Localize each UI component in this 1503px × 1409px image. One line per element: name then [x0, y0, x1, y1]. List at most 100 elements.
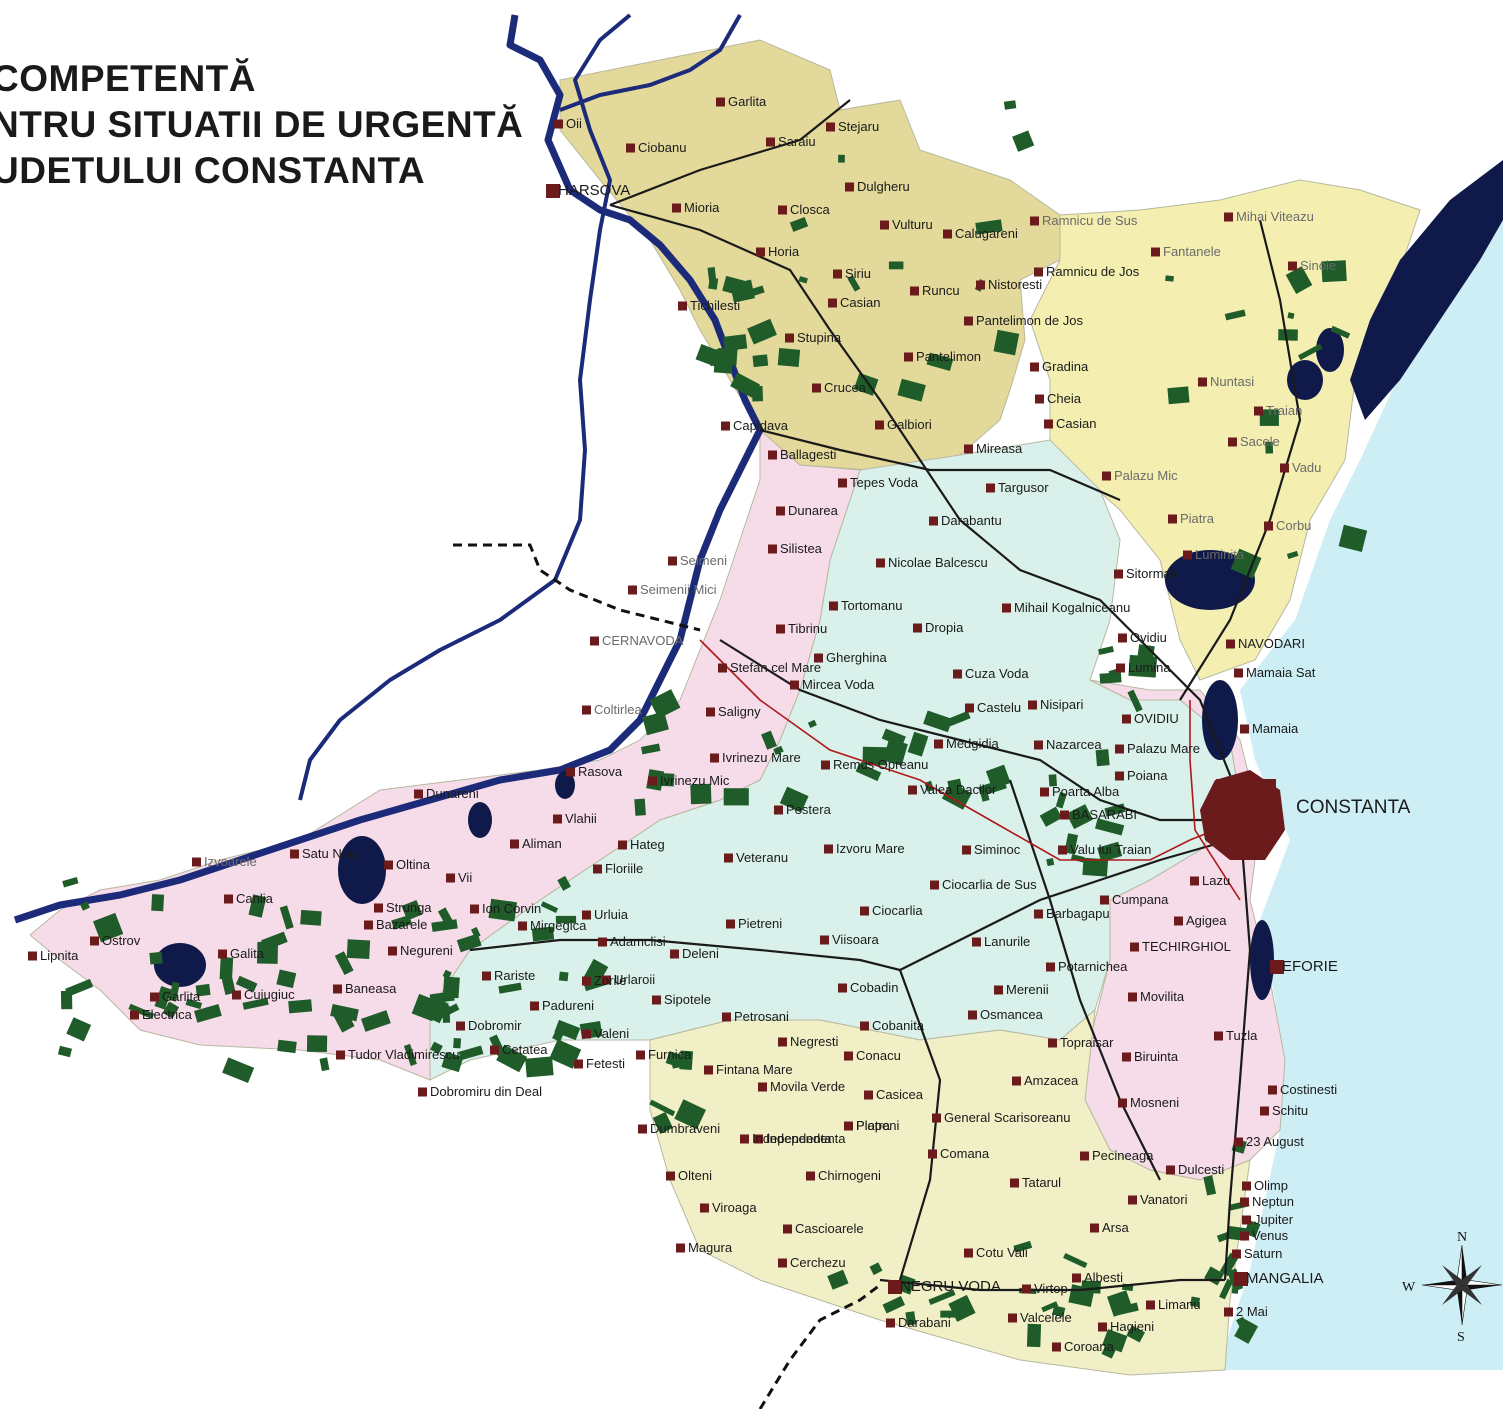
forest-patch	[1321, 260, 1347, 283]
settlement-marker	[90, 936, 99, 946]
settlement-marker	[1040, 787, 1049, 797]
settlement-marker	[1114, 569, 1123, 579]
settlement-marker	[1128, 992, 1137, 1002]
place-label: Mirgegica	[530, 918, 587, 933]
place-label: Mamaia Sat	[1246, 665, 1316, 680]
place-label: Mosneni	[1130, 1095, 1179, 1110]
forest-patch	[1046, 857, 1055, 867]
settlement-marker	[776, 506, 785, 516]
place-label: Poarta Alba	[1052, 784, 1120, 799]
place-label: Mamaia	[1252, 721, 1299, 736]
place-label: Baneasa	[345, 981, 397, 996]
danube-river	[13, 14, 764, 924]
place-label: Tudor Vladimirescu	[348, 1047, 460, 1062]
forest-patch	[1064, 833, 1079, 855]
settlement-marker	[566, 767, 575, 777]
settlement-marker	[722, 1012, 731, 1022]
forest-patch	[168, 981, 180, 1002]
settlement-marker	[776, 624, 785, 634]
place-label: Pecineaga	[1092, 1148, 1154, 1163]
place-label: Pantelimon	[916, 349, 981, 364]
settlement-marker	[934, 739, 943, 749]
place-label: Virtop	[1034, 1281, 1068, 1296]
forest-patch	[1126, 1325, 1146, 1343]
settlement-marker	[726, 919, 735, 929]
place-label: Dumbraveni	[650, 1121, 720, 1136]
settlement-marker	[756, 247, 765, 257]
settlement-marker	[1098, 1322, 1107, 1332]
forest-patch	[705, 348, 725, 367]
settlement-marker	[554, 119, 563, 129]
settlement-marker	[1151, 247, 1160, 257]
place-label: Dunareni	[426, 786, 479, 801]
settlement-marker	[636, 1050, 645, 1060]
place-label: Valea Dacilor	[920, 782, 997, 797]
settlement-marker	[638, 1124, 647, 1134]
place-label: Izvoarele	[204, 854, 257, 869]
settlement-marker	[986, 483, 995, 493]
forest-patch	[1338, 524, 1368, 552]
settlement-marker	[1052, 1342, 1061, 1352]
settlement-marker	[1224, 212, 1233, 222]
lake-oltina	[338, 836, 386, 904]
settlement-marker	[582, 910, 591, 920]
place-label: Casicea	[876, 1087, 924, 1102]
forest-patch	[905, 1311, 917, 1326]
place-label: Independenta	[752, 1131, 832, 1146]
forest-patch	[1039, 806, 1063, 827]
place-label: Dropia	[925, 620, 964, 635]
settlement-marker	[546, 184, 560, 198]
forest-patch	[489, 1034, 506, 1056]
lake-vederoasa	[555, 771, 575, 799]
place-label: Merenii	[1006, 982, 1049, 997]
settlement-marker	[1268, 1085, 1277, 1095]
settlement-marker	[716, 97, 725, 107]
place-label: Cheia	[1047, 391, 1082, 406]
place-label: Saraiu	[778, 134, 816, 149]
forest-patch	[862, 746, 887, 766]
place-label: Cascioarele	[795, 1221, 864, 1236]
place-label: Zorile	[594, 973, 627, 988]
place-label: Rariste	[494, 968, 535, 983]
settlement-marker	[812, 383, 821, 393]
forest-patch	[195, 983, 211, 997]
lake-siutghiol	[1202, 680, 1238, 760]
forest-patch	[1167, 386, 1190, 405]
forest-patch	[779, 786, 809, 813]
settlement-marker	[1232, 1249, 1241, 1259]
forest-patch	[525, 1056, 554, 1078]
place-label: Ovidiu	[1130, 630, 1167, 645]
settlement-marker	[333, 984, 342, 994]
place-label: Casian	[840, 295, 880, 310]
settlement-marker	[602, 975, 611, 985]
forest-patch	[1219, 1278, 1234, 1300]
place-label: Olteni	[678, 1168, 712, 1183]
forest-patch	[642, 711, 669, 736]
place-label: Ostrov	[102, 933, 141, 948]
map-title-line-2: NTRU SITUATII DE URGENTĂ	[0, 104, 524, 145]
place-label: Chirnogeni	[818, 1168, 881, 1183]
forest-patch	[439, 1003, 460, 1019]
forest-patch	[65, 978, 94, 997]
forest-patch	[807, 719, 817, 728]
place-label: Stejaru	[838, 119, 879, 134]
place-label: Comana	[940, 1146, 990, 1161]
place-label: MANGALIA	[1246, 1270, 1324, 1287]
place-label: Ciocarlia de Sus	[942, 877, 1037, 892]
forest-patch	[985, 764, 1011, 790]
settlement-marker	[384, 860, 393, 870]
forest-patch	[221, 975, 236, 996]
settlement-marker	[1240, 724, 1249, 734]
forest-patch	[306, 1035, 328, 1053]
forest-patch	[649, 1099, 676, 1117]
black-sea	[1220, 160, 1503, 1370]
forest-patch	[1330, 325, 1351, 339]
place-label: Nistoresti	[988, 277, 1042, 292]
forest-patch	[1230, 548, 1262, 579]
danube-branch	[298, 13, 632, 801]
settlement-marker	[28, 951, 37, 961]
forest-patch	[897, 378, 926, 402]
settlement-marker	[1122, 1052, 1131, 1062]
settlement-marker	[833, 269, 842, 279]
